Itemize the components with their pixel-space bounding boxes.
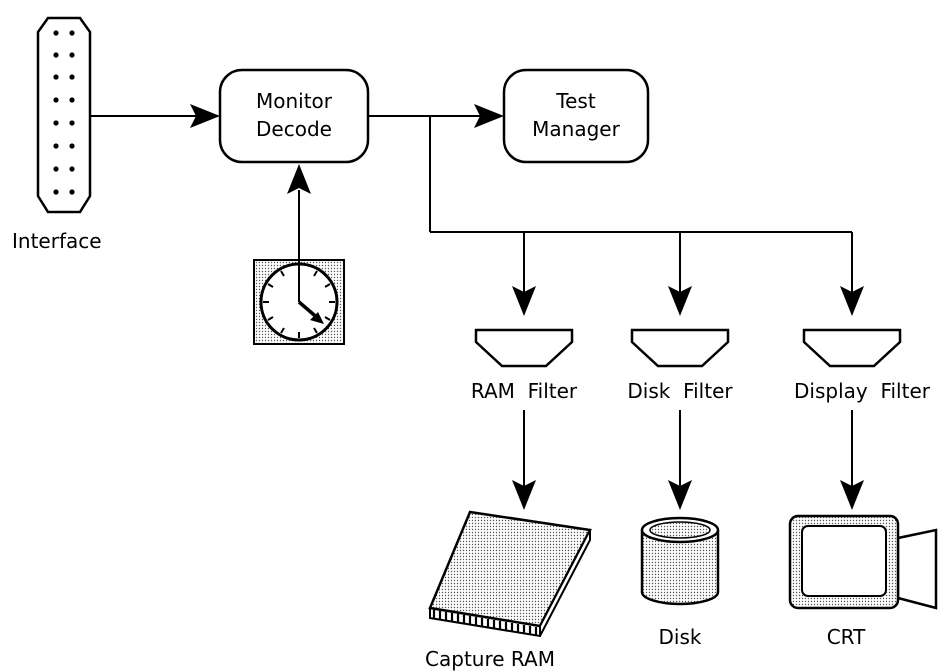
arrow-to-display-filter (840, 286, 864, 316)
interface-connector-icon (36, 16, 92, 214)
display-filter-label: Display Filter (794, 379, 931, 403)
disk-filter-funnel-icon (630, 328, 730, 368)
test-manager-label-line1: Test (555, 89, 596, 113)
crt-label: CRT (827, 625, 866, 649)
arrow-clock-to-monitor-decode (287, 164, 311, 194)
connector-lines (90, 104, 864, 510)
crt-monitor-icon (788, 514, 938, 610)
disk-filter-label: Disk Filter (627, 379, 733, 403)
monitor-decode-node: Monitor Decode (218, 68, 370, 164)
monitor-decode-label-line1: Monitor (256, 89, 333, 113)
ram-filter-label: RAM Filter (471, 379, 578, 403)
disk-cylinder-icon (640, 516, 720, 606)
test-manager-node: Test Manager (502, 68, 650, 164)
arrow-to-disk (668, 480, 692, 510)
interface-label: Interface (12, 229, 102, 253)
arrow-to-monitor-decode (190, 104, 220, 128)
arrow-to-test-manager (474, 104, 504, 128)
capture-ram-board-icon (428, 510, 592, 638)
arrow-to-disk-filter (668, 286, 692, 316)
ram-filter-funnel-icon (474, 328, 574, 368)
arrow-to-capture-ram (512, 480, 536, 510)
arrow-to-crt (840, 480, 864, 510)
display-filter-funnel-icon (802, 328, 902, 368)
test-manager-label-line2: Manager (532, 117, 620, 141)
capture-ram-label: Capture RAM (425, 647, 555, 671)
disk-label: Disk (659, 625, 702, 649)
arrow-to-ram-filter (512, 286, 536, 316)
monitor-decode-label-line2: Decode (256, 117, 332, 141)
